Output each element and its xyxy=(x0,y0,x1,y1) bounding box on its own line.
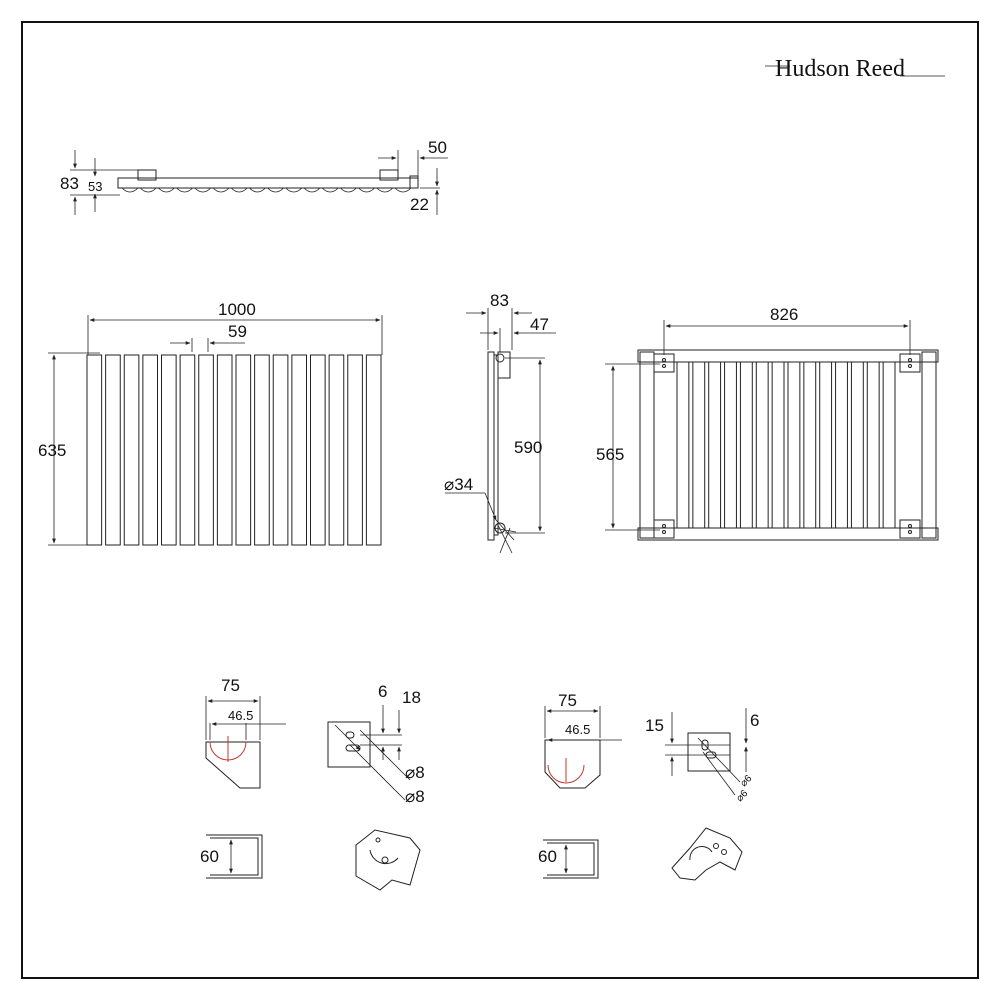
rear-column xyxy=(882,361,896,529)
front-column xyxy=(347,354,363,546)
front-view: 1000 59 635 xyxy=(38,300,383,546)
top-view-fin xyxy=(285,187,303,193)
front-column xyxy=(142,354,158,546)
top-view-fin xyxy=(303,187,321,193)
top-view-fins xyxy=(121,187,412,193)
top-view-fin xyxy=(194,187,212,193)
rear-view: 826 565 xyxy=(596,305,939,541)
bracket-b-height: 60 xyxy=(538,847,557,866)
bracket-b-slot: 6 xyxy=(750,711,759,730)
side-offset: 47 xyxy=(530,315,549,334)
top-view-fin xyxy=(230,187,248,193)
top-depth-panel: 53 xyxy=(88,179,102,194)
front-pitch: 59 xyxy=(228,322,247,341)
top-offset: 50 xyxy=(428,138,447,157)
front-height: 635 xyxy=(38,441,66,460)
front-column xyxy=(198,354,214,546)
top-view-fin xyxy=(176,187,193,193)
top-view-fin xyxy=(358,187,375,193)
front-column xyxy=(254,354,270,546)
rear-column xyxy=(708,361,722,529)
top-view-fin xyxy=(212,187,230,193)
bracket-a-slot: 6 xyxy=(378,682,387,701)
rear-column xyxy=(850,361,864,529)
brand-logo: Hudson Reed xyxy=(765,56,945,82)
bracket-b: 75 46.5 15 6 ⌀6 ⌀6 60 xyxy=(538,691,759,881)
bracket-a-hole1: ⌀8 xyxy=(405,763,425,782)
top-gap: 22 xyxy=(410,195,429,214)
rear-column xyxy=(739,361,753,529)
bracket-b-hole2: ⌀6 xyxy=(734,788,750,804)
rear-column xyxy=(787,361,801,529)
front-column xyxy=(272,354,289,546)
top-view-fin xyxy=(267,187,284,193)
top-view-fin xyxy=(249,187,266,193)
side-centres: 590 xyxy=(514,438,542,457)
rear-column xyxy=(835,361,848,529)
rear-column xyxy=(676,361,690,529)
front-width: 1000 xyxy=(218,300,256,319)
front-column xyxy=(310,354,326,546)
bracket-a: 75 46.5 6 18 ⌀8 ⌀8 60 xyxy=(200,676,425,891)
side-depth: 83 xyxy=(490,291,509,310)
drawing-border xyxy=(21,21,979,979)
rear-view-columns xyxy=(676,361,896,529)
top-view-fin xyxy=(376,187,394,193)
rear-column xyxy=(803,361,817,529)
bracket-a-height: 60 xyxy=(200,847,219,866)
front-column xyxy=(86,354,103,546)
bracket-a-inner: 46.5 xyxy=(228,708,253,723)
bracket-a-hole-spacing: 18 xyxy=(402,688,421,707)
bracket-a-width: 75 xyxy=(221,676,240,695)
brand-name: Hudson Reed xyxy=(775,56,905,82)
side-view: 83 47 590 ⌀34 xyxy=(444,291,556,554)
front-column xyxy=(161,354,177,546)
front-column xyxy=(365,354,382,546)
front-column xyxy=(179,354,196,546)
top-view-fin xyxy=(394,187,412,193)
bracket-a-hole2: ⌀8 xyxy=(405,787,425,806)
front-column xyxy=(291,354,307,546)
front-column xyxy=(216,354,233,546)
rear-column xyxy=(724,361,737,529)
top-view-fin xyxy=(340,187,357,193)
top-depth-overall: 83 xyxy=(60,174,79,193)
front-column xyxy=(105,354,121,546)
front-column xyxy=(123,354,140,546)
top-view-fin xyxy=(158,187,175,193)
front-view-columns xyxy=(86,354,382,546)
rear-column xyxy=(692,361,706,529)
rear-column xyxy=(771,361,785,529)
bracket-b-hole1: ⌀6 xyxy=(738,773,754,789)
bracket-b-inner: 46.5 xyxy=(565,722,590,737)
rear-width: 826 xyxy=(770,305,798,324)
rear-column xyxy=(866,361,880,529)
front-column xyxy=(328,354,345,546)
top-view-fin xyxy=(121,187,139,193)
side-pipe: ⌀34 xyxy=(444,475,473,494)
top-view-fin xyxy=(321,187,339,193)
rear-column xyxy=(755,361,769,529)
rear-column xyxy=(819,361,833,529)
rear-height: 565 xyxy=(596,445,624,464)
top-view-fin xyxy=(139,187,157,193)
bracket-b-width: 75 xyxy=(558,691,577,710)
top-view: 83 53 50 22 xyxy=(60,138,448,215)
bracket-b-spacing: 15 xyxy=(645,716,664,735)
front-column xyxy=(235,354,252,546)
